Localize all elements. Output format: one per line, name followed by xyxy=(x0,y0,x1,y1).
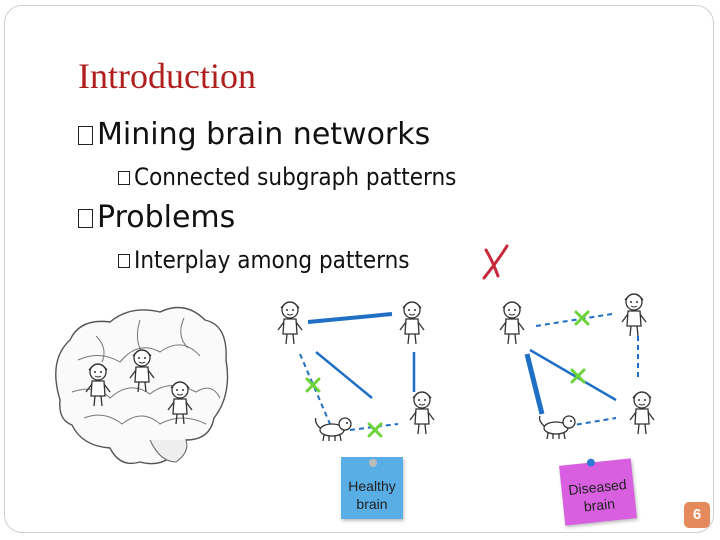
healthy-network xyxy=(277,301,435,442)
cross-mark-icon xyxy=(482,244,509,280)
healthy-label-line1: Healthy xyxy=(348,478,396,494)
pin-icon xyxy=(369,459,377,467)
healthy-label-line2: brain xyxy=(356,496,388,512)
bullet-interplay: Interplay among patterns xyxy=(118,248,410,272)
slide-title: Introduction xyxy=(78,56,256,96)
bullet-box-icon xyxy=(78,126,93,145)
diseased-brain-note: Diseased brain xyxy=(559,458,637,526)
bullet-box-icon xyxy=(118,253,130,269)
bullet-box-icon xyxy=(78,209,93,228)
diseased-network xyxy=(499,293,655,440)
bullet-connected-subgraph: Connected subgraph patterns xyxy=(118,165,456,189)
page-number: 6 xyxy=(684,502,710,528)
healthy-brain-note: Healthy brain xyxy=(341,457,403,519)
brain-illustration xyxy=(55,306,229,465)
bullet-box-icon xyxy=(118,170,130,186)
bullet-mining-brain-networks: Mining brain networks xyxy=(78,120,430,150)
bullet-problems: Problems xyxy=(78,203,235,233)
pin-icon xyxy=(586,458,596,467)
